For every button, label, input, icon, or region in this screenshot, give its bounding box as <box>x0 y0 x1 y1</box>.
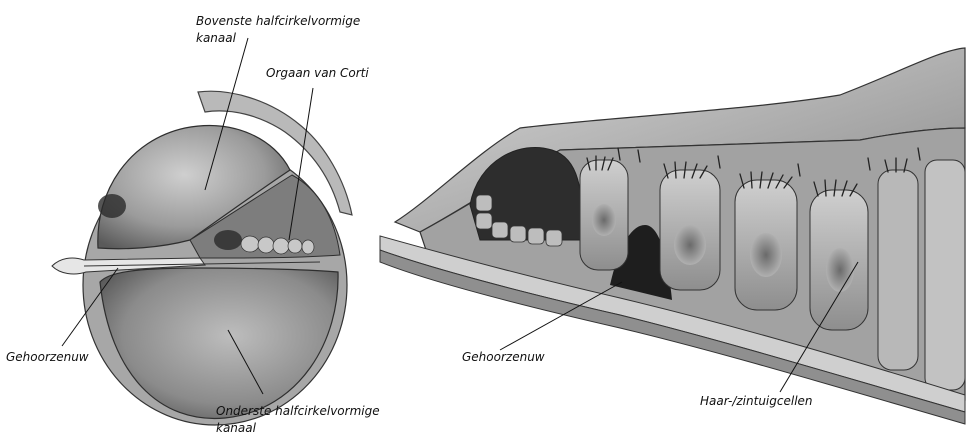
label-bovenste-line2: kanaal <box>196 31 236 45</box>
label-onderste-line2: kanaal <box>216 421 256 435</box>
right-block <box>380 48 965 424</box>
label-gehoorzenuw-right: Gehoorzenuw <box>462 350 545 364</box>
label-gehoorzenuw-left: Gehoorzenuw <box>6 350 89 364</box>
label-orgaan: Orgaan van Corti <box>266 66 369 80</box>
label-bovenste-line1: Bovenste halfcirkelvormige <box>196 14 360 28</box>
label-onderste-line1: Onderste halfcirkelvormige <box>216 404 380 418</box>
label-haar: Haar-/zintuigcellen <box>700 394 813 408</box>
left-cross-section <box>52 91 352 425</box>
